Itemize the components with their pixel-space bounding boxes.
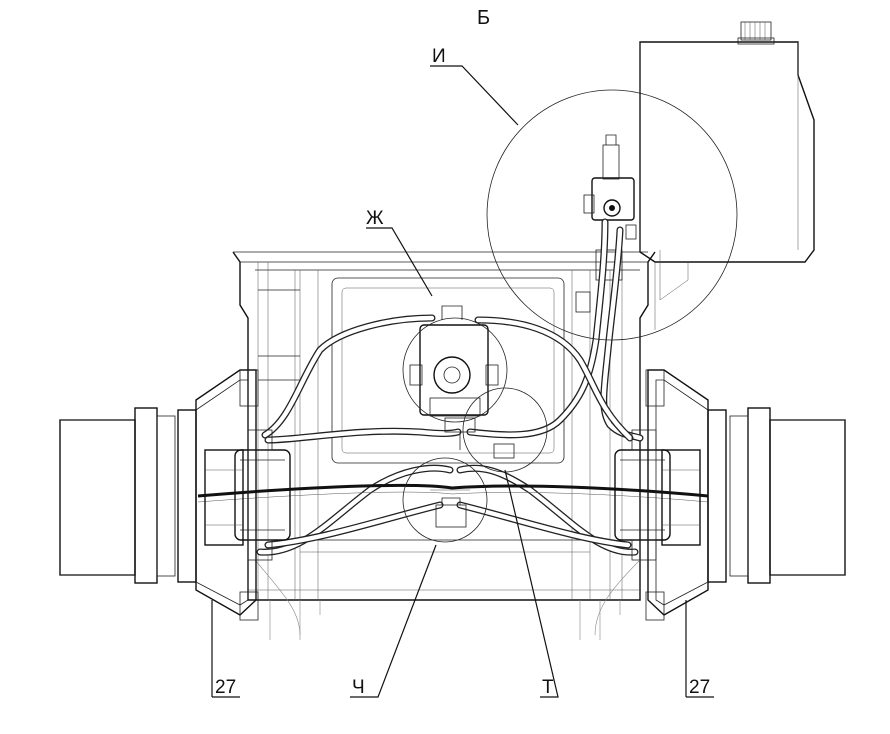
callout-ch: Ч — [352, 677, 365, 698]
callout-27-left: 27 — [215, 677, 236, 698]
bottom-fitting — [430, 489, 470, 528]
callout-zh: Ж — [366, 208, 384, 229]
filler-cap — [740, 21, 772, 41]
detail-circle-ch — [402, 457, 488, 543]
central-unit — [409, 305, 515, 459]
leader-lines — [211, 65, 714, 698]
view-title: Б — [477, 7, 490, 29]
callout-i: И — [432, 46, 446, 67]
left-wheel-assembly — [59, 369, 291, 621]
right-wheel-assembly — [614, 369, 846, 621]
valve-block — [575, 134, 637, 313]
tie-rod — [197, 483, 709, 503]
detail-circle-zh — [402, 317, 508, 423]
detail-circle-i — [486, 89, 738, 341]
callout-t: Т — [542, 677, 554, 698]
tank — [639, 21, 815, 330]
callout-27-right: 27 — [689, 677, 710, 698]
hoses — [256, 218, 644, 556]
